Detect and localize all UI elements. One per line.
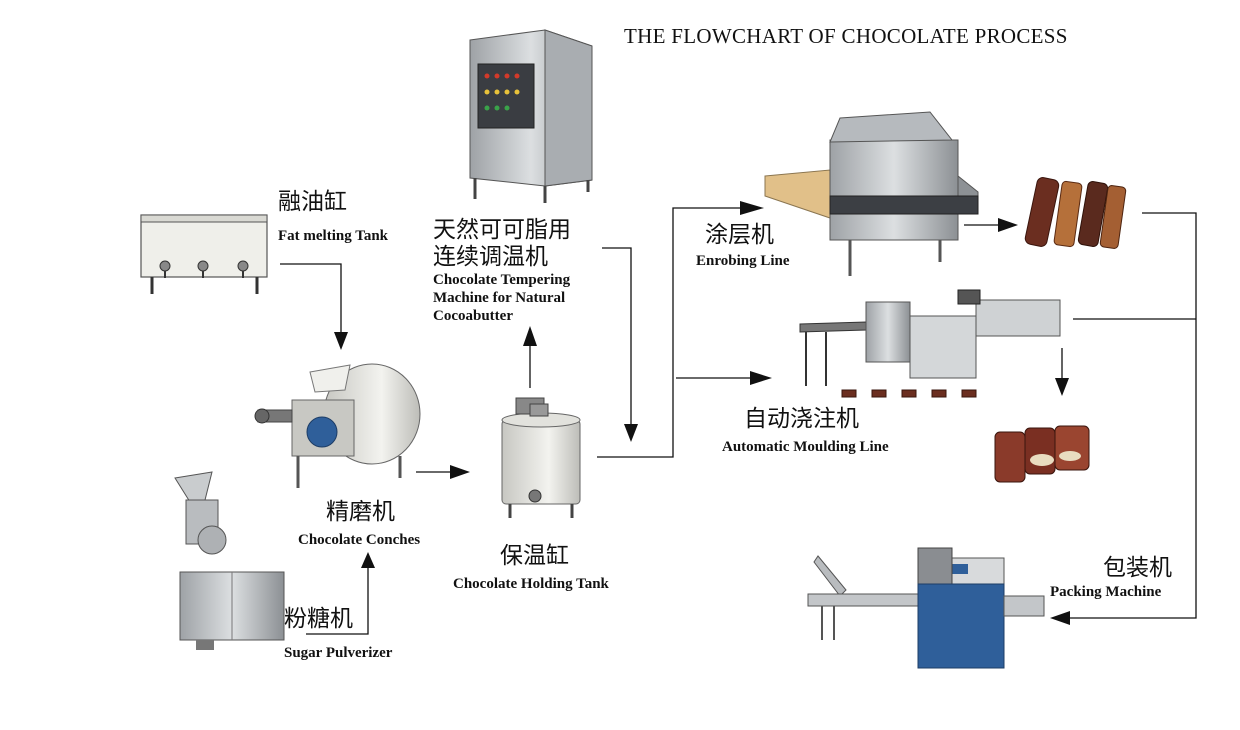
arrowhead-sugar-up	[361, 552, 375, 568]
connector-holding-to-lines	[597, 207, 742, 458]
arrowhead-to-packing	[1050, 611, 1070, 625]
connector-sugar-to-conche	[306, 566, 369, 635]
tempering-en-line1: Chocolate Tempering	[433, 272, 571, 288]
fat-melting-tank-picture	[140, 214, 268, 294]
arrowhead-to-enrobing	[740, 201, 764, 215]
enrobing-zh: 涂层机	[705, 222, 774, 248]
holding-tank-zh: 保温缸	[500, 543, 569, 569]
enrobing-line-picture	[764, 111, 979, 276]
tempering-machine-picture	[469, 29, 593, 203]
fat-melting-tank-zh: 融油缸	[278, 189, 347, 215]
fat-melting-tank-label: 融油缸	[278, 189, 347, 215]
moulding-zh: 自动浇注机	[744, 406, 859, 432]
moulded-chocolates-picture	[994, 425, 1090, 483]
page-title: THE FLOWCHART OF CHOCOLATE PROCESS	[624, 24, 1068, 48]
holding-tank-picture	[501, 397, 581, 518]
moulding-line-picture	[799, 289, 1061, 398]
fat-melting-tank-en: Fat melting Tank	[278, 228, 389, 244]
arrowhead-enrobing-to-bars	[998, 218, 1018, 232]
connector-bars-to-packing	[1068, 212, 1197, 619]
tempering-zh-line1: 天然可可脂用	[433, 217, 571, 243]
sugar-pulverizer-picture	[174, 471, 285, 650]
chocolate-conche-picture	[254, 363, 421, 488]
arrowhead-to-holding	[450, 465, 470, 479]
packing-machine-picture	[807, 547, 1045, 669]
arrowhead-to-tempering	[523, 326, 537, 346]
enrobing-en: Enrobing Line	[696, 253, 790, 269]
sugar-pulverizer-en: Sugar Pulverizer	[284, 645, 393, 661]
packing-zh: 包装机	[1103, 555, 1172, 581]
connector-fat-to-conche	[280, 263, 342, 336]
sugar-pulverizer-zh: 粉糖机	[284, 606, 353, 632]
packing-en: Packing Machine	[1050, 584, 1162, 600]
enrobed-bars-picture	[1024, 177, 1127, 249]
holding-tank-en: Chocolate Holding Tank	[453, 576, 609, 592]
arrowhead-tempering-down	[624, 424, 638, 442]
tempering-en-line3: Cocoabutter	[433, 308, 513, 324]
arrowhead-to-moulding	[750, 371, 772, 385]
moulding-en: Automatic Moulding Line	[722, 439, 889, 455]
tempering-zh-line2: 连续调温机	[433, 244, 548, 270]
conches-en: Chocolate Conches	[298, 532, 421, 548]
arrowhead-to-conche	[334, 332, 348, 350]
conches-zh: 精磨机	[326, 499, 395, 525]
connector-tempering-down	[602, 247, 632, 426]
arrowhead-moulding-down	[1055, 378, 1069, 396]
tempering-en-line2: Machine for Natural	[433, 290, 566, 306]
